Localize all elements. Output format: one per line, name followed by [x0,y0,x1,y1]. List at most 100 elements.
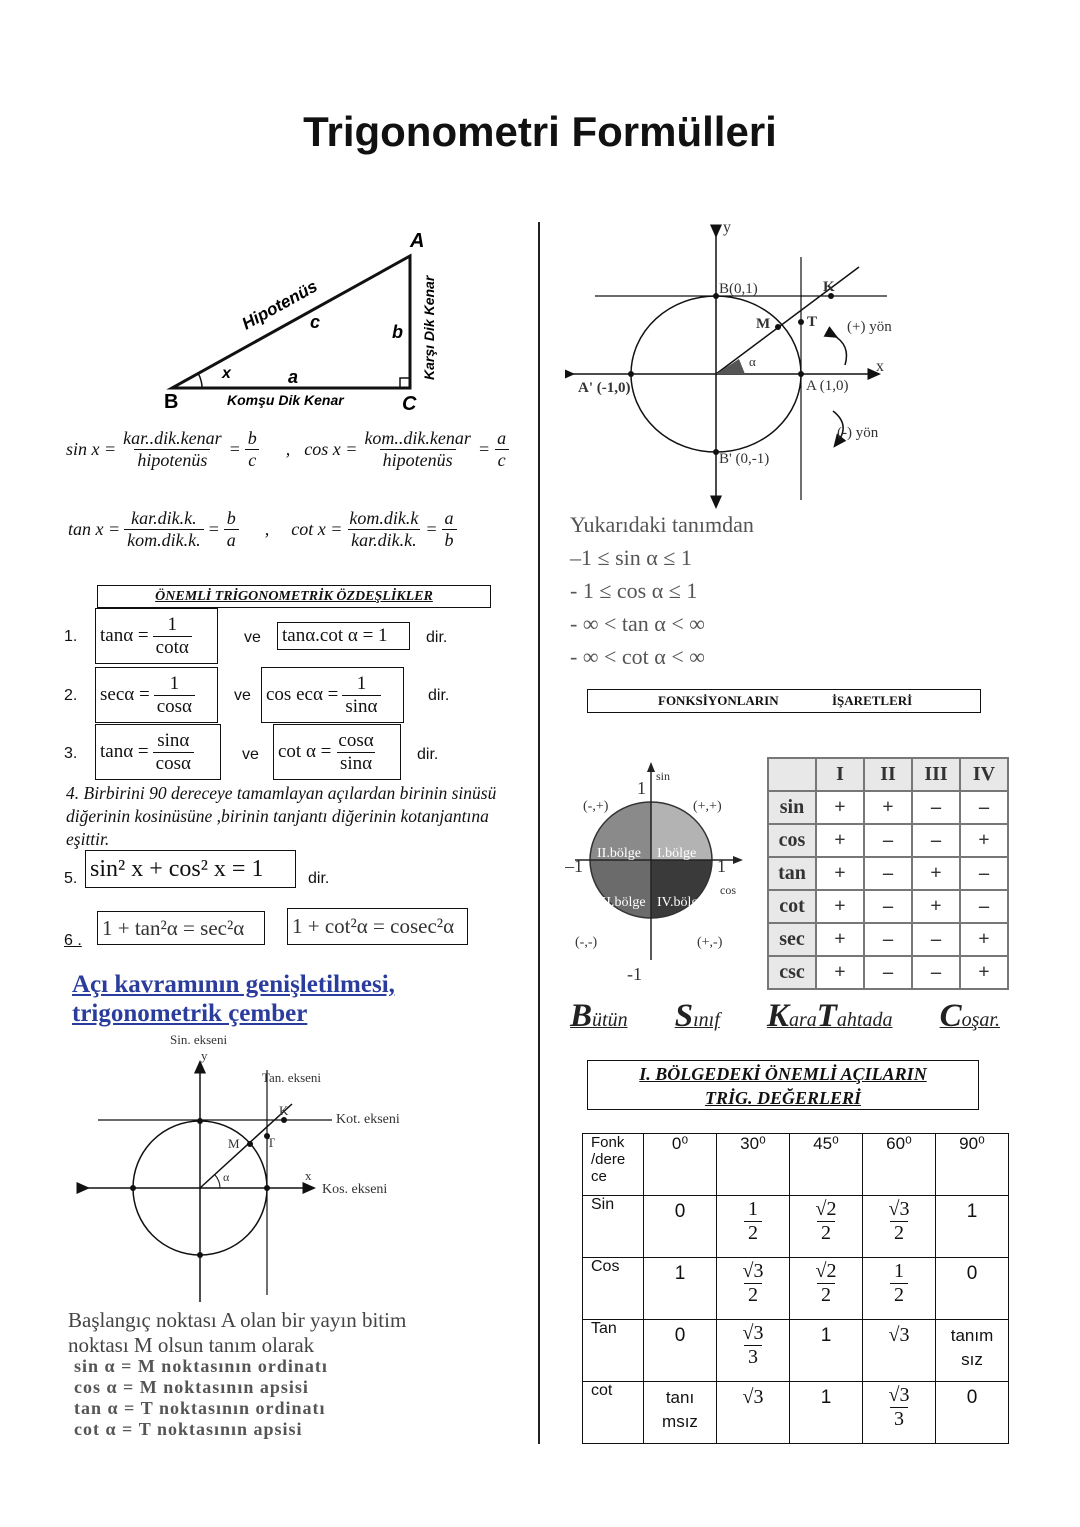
quad-one-right: 1 [717,856,726,876]
plain-value: 0 [674,1201,686,1222]
denominator: 2 [816,1221,835,1245]
denominator: 2 [889,1221,908,1245]
identity-3a-den: cosα [152,751,194,775]
brand-c-rest: oşar. [961,1009,1000,1031]
identity-1-number: 1. [64,628,78,645]
function-name-cell: cot [582,1381,644,1444]
identity-3a-num: sinα [157,729,190,751]
identity-6a: 1 + tan²α = sec²α [97,911,265,945]
identity-3a-lhs: tanα = [100,741,149,762]
function-name-cell: cot [767,889,817,924]
quad1-label: I.bölge [657,846,696,861]
dir-label: dir. [417,746,439,763]
brand-t: T [816,998,837,1034]
opp-letter: b [392,322,403,342]
table-row: sin++–– [767,790,1009,825]
comma: , [264,519,270,539]
identity-1a-num: 1 [167,613,177,635]
vertex-c: C [402,393,417,415]
plain-value: tanı msız [662,1388,698,1431]
brand-word-2: Sınıf [675,998,720,1035]
def-tan: tan α = T noktasının ordinatı [74,1398,326,1418]
desc-line2: noktası M olsun tanım olarak [68,1333,315,1357]
denominator: 3 [889,1407,908,1431]
quad-minus-one-bottom: -1 [627,964,642,984]
hyp-letter: c [310,312,320,332]
uc-alpha-label: α [749,354,756,369]
uc-minus-dir: (-) yön [837,425,879,441]
plain-value: tanım sız [950,1326,994,1369]
sign-cell: – [863,889,913,924]
quad3-label: III.bölge [597,895,646,910]
value-cell: 1 [935,1195,1009,1258]
sign-cell: – [911,922,961,957]
identity-2b-lhs: cos ecα = [266,684,339,705]
sign-cell: + [911,856,961,891]
identity-6-number: 6 . [64,932,82,949]
identity-3b-den: sinα [336,751,376,775]
value-cell: √3 [862,1319,936,1382]
value-cell: 1 [643,1257,717,1320]
identity-3-number: 3. [64,745,78,762]
vertex-b: B [164,391,178,413]
angle-header-cell: 0⁰ [643,1133,717,1196]
uc-m-label: M [756,316,770,332]
uc-k-label: K [823,279,835,295]
quadrant-header-cell: III [911,757,961,792]
value-cell: 0 [935,1381,1009,1444]
sign-cell: + [863,790,913,825]
identities-header: ÖNEMLİ TRİGONOMETRİK ÖZDEŞLİKLER [97,585,491,608]
signs-corner-cell [767,757,817,792]
column-header-cell: Fonk /dere ce [582,1133,644,1196]
quad4-label: IV.bölge [657,895,705,910]
ve-label: ve [234,687,251,704]
brand-t-rest: ahtada [836,1009,893,1031]
tan-num: kar.dik.k. [131,508,197,528]
values-header-line2: TRİG. DEĞERLERİ [704,1088,862,1108]
x-label: x [305,1168,312,1183]
sign-cell: – [863,856,913,891]
ve-label: ve [242,746,259,763]
function-name-cell: csc [767,955,817,990]
dir-label: dir. [308,870,330,887]
tan-rnum: b [226,508,236,528]
plain-value: 0 [966,1387,978,1408]
dir-label: dir. [426,629,448,646]
quad-sin-label: sin [656,769,670,783]
tan-rden: a [223,529,239,551]
brand-word-4: Coşar. [940,998,1000,1035]
range-sin: –1 ≤ sin α ≤ 1 [570,545,692,570]
value-cell: 1 [789,1319,863,1382]
function-name-cell: Cos [582,1257,644,1320]
values-header: I. BÖLGEDEKİ ÖNEMLİ AÇILARIN TRİG. DEĞER… [587,1060,979,1110]
def-sin: sin α = M noktasının ordinatı [74,1356,328,1376]
denominator: 2 [743,1283,762,1307]
function-name-cell: cos [767,823,817,858]
tan-lhs: tan x = [68,519,121,539]
cot-den: kar.dik.k. [348,529,420,551]
circle-description: Başlangıç noktası A olan bir yayın bitim… [68,1308,406,1358]
root-value: √3 [888,1324,910,1346]
value-cell: tanı msız [643,1381,717,1444]
identity-5: sin² x + cos² x = 1 [85,850,296,888]
sign-cell: – [863,955,913,990]
t-label: T [267,1135,275,1150]
plain-value: 0 [966,1263,978,1284]
numerator: 1 [894,1260,904,1282]
plain-value: 1 [966,1201,978,1222]
def-cot: cot α = T noktasının apsisi [74,1419,303,1439]
